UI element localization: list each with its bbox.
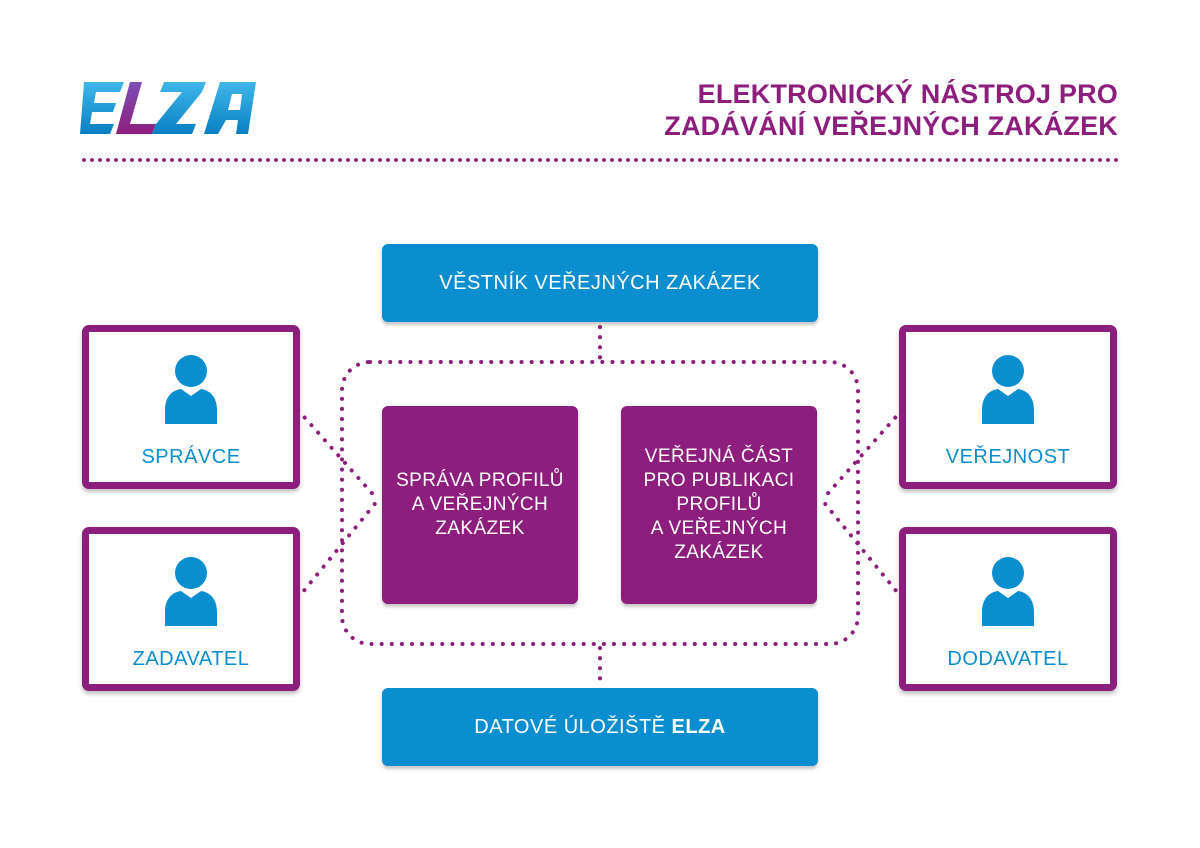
public-module-line-5: ZAKÁZEK [674,542,764,563]
role-card-dodavatel: DODAVATEL [899,527,1117,691]
role-label-verejnost: VEŘEJNOST [945,446,1071,468]
public-module-box: VEŘEJNÁ ČÁST PRO PUBLIKACI PROFILŮ A VEŘ… [621,406,817,604]
page-title-line-1: ELEKTRONICKÝ NÁSTROJ PRO [697,79,1118,109]
storage-box: DATOVÉ ÚLOŽIŠTĚ ELZA [382,688,818,766]
page-title-line-2: ZADÁVÁNÍ VEŘEJNÝCH ZAKÁZEK [664,111,1118,141]
role-label-dodavatel: DODAVATEL [947,648,1069,670]
person-icon [978,554,1038,628]
page-title: ELEKTRONICKÝ NÁSTROJ PRO ZADÁVÁNÍ VEŘEJN… [598,78,1118,142]
connector-verejnost-core [820,408,904,502]
person-icon [161,352,221,426]
role-card-spravce: SPRÁVCE [82,325,300,489]
public-module-line-4: A VEŘEJNÝCH [650,518,788,539]
connector-spravce-core [296,408,380,502]
admin-module-line-1: SPRÁVA PROFILŮ [396,470,564,491]
public-module-line-1: VEŘEJNÁ ČÁST [644,446,794,467]
header-dotted-divider [80,158,1120,162]
admin-module-line-3: ZAKÁZEK [435,518,525,539]
vestnik-box: VĚSTNÍK VEŘEJNÝCH ZAKÁZEK [382,244,818,322]
core-dotted-frame [340,360,860,646]
public-module-line-2: PRO PUBLIKACI [643,470,795,491]
role-card-verejnost: VEŘEJNOST [899,325,1117,489]
public-module-line-3: PROFILŮ [676,494,762,515]
role-card-zadavatel: ZADAVATEL [82,527,300,691]
admin-module-line-2: A VEŘEJNÝCH [411,494,549,515]
elza-logo [80,76,260,142]
connector-dodavatel-core [820,498,904,600]
person-icon [978,352,1038,426]
role-label-zadavatel: ZADAVATEL [132,648,250,670]
person-icon [161,554,221,628]
vestnik-label: VĚSTNÍK VEŘEJNÝCH ZAKÁZEK [439,271,761,294]
connector-zadavatel-core [296,498,380,600]
storage-brand: ELZA [671,715,726,738]
admin-module-box: SPRÁVA PROFILŮ A VEŘEJNÝCH ZAKÁZEK [382,406,578,604]
elza-logo-mark [80,82,256,134]
storage-label: DATOVÉ ÚLOŽIŠTĚ [474,715,666,738]
role-label-spravce: SPRÁVCE [141,446,241,468]
